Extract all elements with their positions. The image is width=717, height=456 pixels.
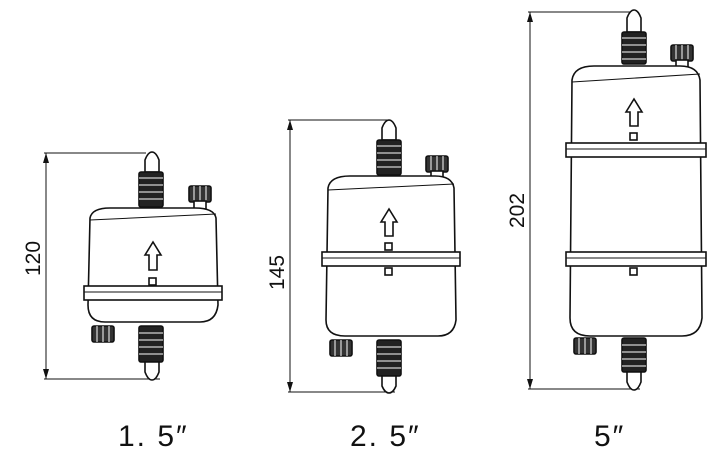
filter-large: 202 bbox=[506, 9, 707, 391]
filter-medium: 145 bbox=[266, 119, 461, 394]
height-label-small: 120 bbox=[22, 241, 45, 276]
height-label-medium: 145 bbox=[266, 255, 289, 290]
filter-small: 120 bbox=[22, 151, 223, 381]
size-label-medium: 2. 5″ bbox=[350, 420, 421, 453]
size-label-small: 1. 5″ bbox=[118, 420, 189, 453]
size-label-large: 5″ bbox=[594, 420, 626, 453]
height-label-large: 202 bbox=[506, 193, 529, 228]
